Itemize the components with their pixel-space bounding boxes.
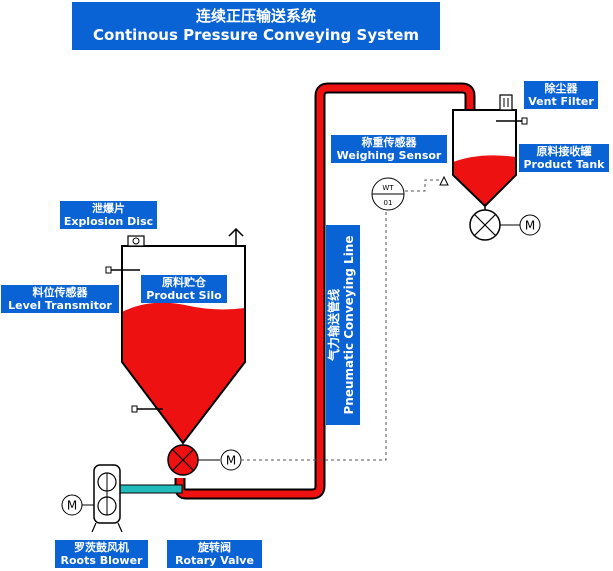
level-transmitter-en: Level Transmitor	[8, 299, 112, 312]
label-weighing-sensor: 称重传感器 Weighing Sensor	[331, 135, 447, 163]
rotary-valve-en: Rotary Valve	[175, 554, 254, 567]
label-vent-filter: 除尘器 Vent Filter	[524, 81, 598, 109]
vent-filter-zh: 除尘器	[544, 82, 578, 95]
weight-transmitter-top-label: WT	[382, 184, 394, 192]
weighing-sensor-zh: 称重传感器	[361, 136, 417, 149]
label-product-tank: 原料接收罐 Product Tank	[519, 144, 609, 172]
tank-level-transmitter-icon	[521, 117, 528, 125]
weight-transmitter-bottom-label: 01	[384, 199, 393, 207]
label-rotary-valve: 旋转阀 Rotary Valve	[167, 540, 262, 568]
label-explosion-disc: 泄爆片 Explosion Disc	[60, 201, 157, 229]
label-roots-blower: 罗茨鼓风机 Roots Blower	[55, 540, 148, 568]
roots-blower-zh: 罗茨鼓风机	[74, 541, 129, 554]
silo-body	[121, 245, 246, 445]
level-transmitter-zh: 料位传感器	[32, 286, 88, 299]
tank-valve-motor-label: M	[525, 219, 535, 233]
vent-filter-icon	[499, 94, 513, 111]
level-transmitter-bottom-icon	[131, 405, 138, 413]
label-level-transmitter: 料位传感器 Level Transmitor	[1, 285, 119, 313]
explosion-disc-zh: 泄爆片	[92, 202, 125, 215]
pneumatic-line-en: Pneumatic Conveying Line	[342, 235, 356, 415]
rotary-valve-motor-label: M	[226, 454, 236, 468]
title-banner: 连续正压输送系统 Continous Pressure Conveying Sy…	[72, 2, 440, 50]
title-en: Continous Pressure Conveying System	[93, 26, 419, 44]
conveying-pipe	[176, 84, 474, 498]
product-tank-en: Product Tank	[523, 158, 605, 171]
product-tank-zh: 原料接收罐	[536, 145, 592, 158]
blower-motor-label: M	[67, 499, 77, 513]
tank-valve-motor-icon	[519, 214, 541, 236]
signal-line	[241, 179, 440, 461]
blower-motor-icon	[61, 494, 83, 516]
air-line	[119, 484, 183, 494]
silo-fill	[122, 302, 245, 443]
product-silo-en: Product Silo	[146, 289, 222, 302]
weighing-sensor-en: Weighing Sensor	[336, 149, 442, 162]
tank-fill	[453, 155, 516, 206]
title-zh: 连续正压输送系统	[195, 7, 316, 25]
weighing-sensor-icon	[439, 175, 449, 186]
product-silo-zh: 原料贮仓	[162, 276, 206, 289]
level-transmitter-top-icon	[105, 266, 112, 274]
explosion-disc-en: Explosion Disc	[63, 215, 154, 228]
explosion-disc-icon	[127, 235, 145, 247]
silo-vent-icon	[228, 227, 244, 246]
rotary-valve-zh: 旋转阀	[198, 541, 231, 554]
label-pneumatic-conveying-line: 气力输送管线 Pneumatic Conveying Line	[326, 225, 360, 425]
vent-filter-en: Vent Filter	[528, 95, 594, 108]
label-product-silo: 原料贮仓 Product Silo	[141, 275, 227, 303]
pneumatic-line-zh: 气力输送管线	[327, 289, 341, 362]
roots-blower-en: Roots Blower	[60, 554, 143, 567]
